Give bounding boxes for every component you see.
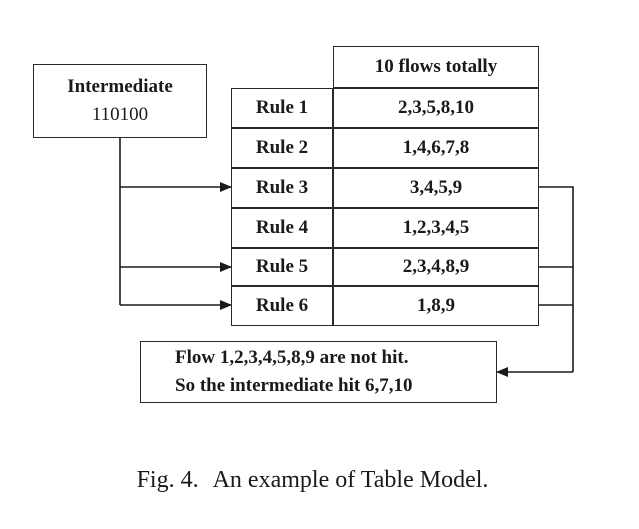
rule-flows: 2,3,5,8,10 <box>333 88 539 128</box>
collector-line <box>539 186 574 372</box>
rule-label: Rule 5 <box>231 248 333 286</box>
rule-flows: 2,3,4,8,9 <box>333 248 539 286</box>
rule-label: Rule 4 <box>231 208 333 248</box>
rule-flows: 1,8,9 <box>333 286 539 326</box>
result-line-2: So the intermediate hit 6,7,10 <box>175 375 413 396</box>
result-box: Flow 1,2,3,4,5,8,9 are not hit. So the i… <box>140 341 497 403</box>
flows-header: 10 flows totally <box>333 46 539 88</box>
intermediate-value: 110100 <box>91 104 149 125</box>
rule-flows: 3,4,5,9 <box>333 168 539 208</box>
caption-text: An example of Table Model. <box>212 467 489 493</box>
rule-flows: 1,2,3,4,5 <box>333 208 539 248</box>
rule-label: Rule 1 <box>231 88 333 128</box>
rule-flows: 1,4,6,7,8 <box>333 128 539 168</box>
rule-label: Rule 3 <box>231 168 333 208</box>
figure-caption: Fig. 4. An example of Table Model. <box>0 467 639 494</box>
result-line-1: Flow 1,2,3,4,5,8,9 are not hit. <box>175 347 409 368</box>
intermediate-box: Intermediate 110100 <box>33 64 207 138</box>
rule-label: Rule 6 <box>231 286 333 326</box>
intermediate-title: Intermediate <box>67 76 173 97</box>
rule-label: Rule 2 <box>231 128 333 168</box>
caption-label: Fig. 4. <box>136 467 199 493</box>
